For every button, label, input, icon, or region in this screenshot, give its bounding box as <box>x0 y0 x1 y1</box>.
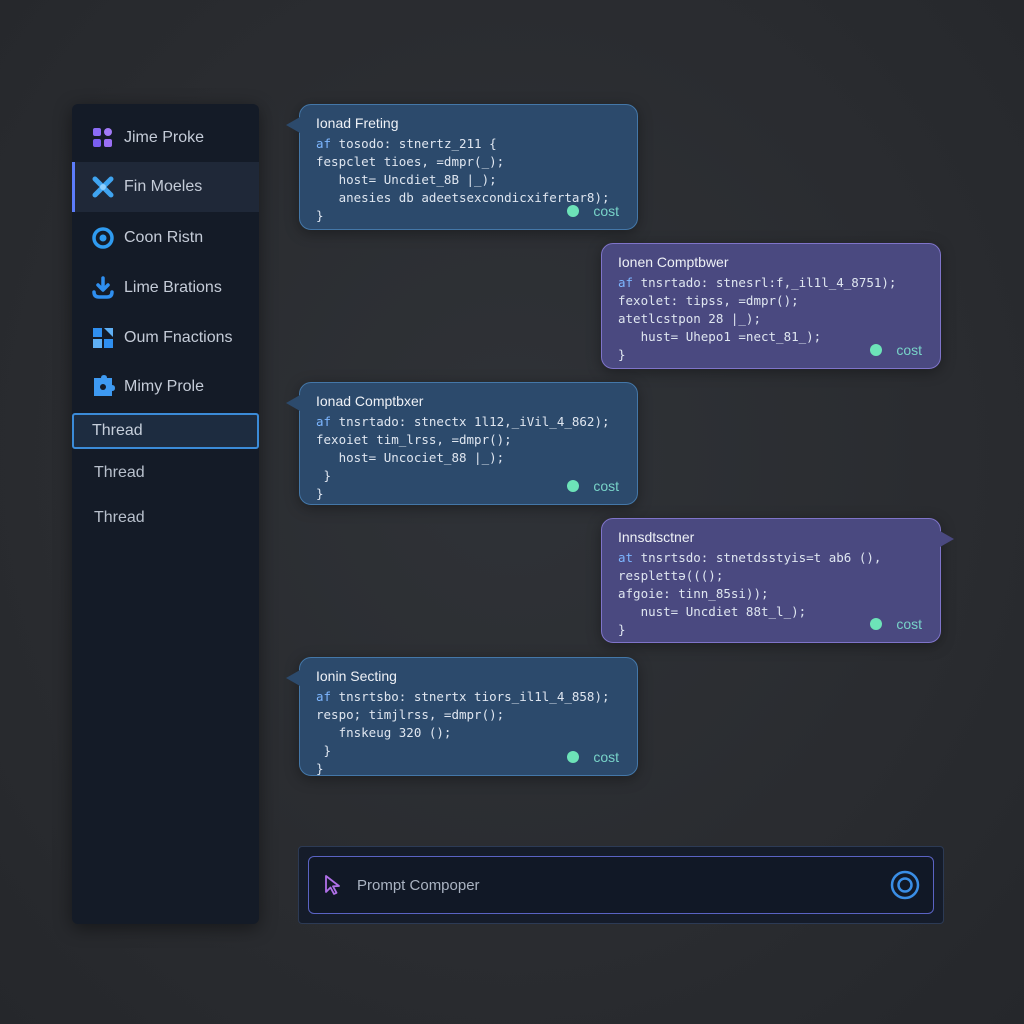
code-line: } <box>316 743 332 758</box>
code-line: } <box>618 622 626 637</box>
code-line: afgoie: tinn_85si)); <box>618 586 769 601</box>
code-text: tnsrtsbo: stnertx tiors_il1l_4_858); <box>331 689 610 704</box>
code-line: host= Uncociet_88 |_); <box>316 450 505 465</box>
cost-label: cost <box>593 203 619 219</box>
code-line: nust= Uncdiet 88t_l_); <box>618 604 807 619</box>
prompt-input[interactable] <box>355 875 889 895</box>
message-title: Ionad Freting <box>316 115 399 131</box>
message-title: Ionad Comptbxer <box>316 393 424 409</box>
code-keyword: af <box>316 414 332 429</box>
cost-indicator: cost <box>567 478 619 494</box>
record-circle-icon[interactable] <box>889 869 921 901</box>
message-bubble: Ionad Freting af tosodo: stnertz_211 { f… <box>286 104 638 230</box>
bubble-tail <box>286 395 300 411</box>
grid-apps-icon <box>90 125 116 151</box>
puzzle-blocks-icon <box>90 325 116 351</box>
code-line: fespclet tioes, =dmpr(_); <box>316 154 505 169</box>
code-line: fexoiet tim_lrss, =dmpr(); <box>316 432 512 447</box>
cost-label: cost <box>593 749 619 765</box>
message-title: Ionin Secting <box>316 668 397 684</box>
code-text: tnsrtsdo: stnetdsstyis=t ab6 (), <box>633 550 882 565</box>
code-line: } <box>316 761 324 776</box>
cost-indicator: cost <box>870 616 922 632</box>
code-line: hust= Uhepo1 =nect_81_); <box>618 329 822 344</box>
thread-item[interactable]: Thread <box>72 413 259 449</box>
message-bubble: Ionin Secting af tnsrtsbo: stnertx tiors… <box>286 657 638 776</box>
code-text: tnsrtado: stnectx 1l12,_iVil_4_862); <box>331 414 610 429</box>
code-line: af tosodo: stnertz_211 { <box>316 135 621 153</box>
status-dot-icon <box>870 344 883 356</box>
bubble-tail <box>940 531 954 547</box>
sidebar-item-label: Jime Proke <box>124 129 205 146</box>
message-bubble: Ionen Comptbwer af tnsrtado: stnesrl:f,_… <box>601 243 941 369</box>
status-dot-icon <box>567 751 580 763</box>
message-bubble: Innsdtsctner at tnsrtsdo: stnetdsstyis=t… <box>601 518 954 643</box>
thread-item[interactable]: Thread <box>72 455 259 491</box>
cross-tools-icon <box>90 174 116 200</box>
thread-label: Thread <box>92 422 143 439</box>
bubble-tail <box>286 670 300 686</box>
target-icon <box>90 225 116 251</box>
code-keyword: at <box>618 550 634 565</box>
cost-label: cost <box>593 478 619 494</box>
code-line: af tnsrtado: stnectx 1l12,_iVil_4_862); <box>316 413 621 431</box>
cost-indicator: cost <box>870 342 922 358</box>
sidebar-item-lime-brations[interactable]: Lime Brations <box>72 263 259 313</box>
sidebar-item-label: Lime Brations <box>124 279 222 296</box>
status-dot-icon <box>567 480 580 492</box>
code-line: atetlcstpon 28 |_); <box>618 311 761 326</box>
message-bubble: Ionad Comptbxer af tnsrtado: stnectx 1l1… <box>286 382 638 505</box>
code-line: respo; timjlrss, =dmpr(); <box>316 707 505 722</box>
code-line: anesies db adeetsexcondicxifertar8); <box>316 190 610 205</box>
pointer-cursor-icon <box>323 874 343 896</box>
cost-indicator: cost <box>567 203 619 219</box>
cost-label: cost <box>896 616 922 632</box>
message-title: Innsdtsctner <box>618 529 695 545</box>
code-line: } <box>618 347 626 362</box>
composer-panel <box>298 846 944 924</box>
sidebar-item-mimy-prole[interactable]: Mimy Prole <box>72 362 259 412</box>
code-line: af tnsrtsbo: stnertx tiors_il1l_4_858); <box>316 688 621 706</box>
sidebar: Jime Proke Fin Moeles Coon Ristn Lime Br… <box>72 104 259 924</box>
thread-item[interactable]: Thread <box>72 500 259 536</box>
sidebar-item-label: Oum Fnactions <box>124 329 233 346</box>
status-dot-icon <box>567 205 580 217</box>
cost-label: cost <box>896 342 922 358</box>
code-keyword: af <box>618 275 634 290</box>
sidebar-item-label: Mimy Prole <box>124 378 205 395</box>
code-line: host= Uncdiet_8B |_); <box>316 172 497 187</box>
sidebar-item-label: Fin Moeles <box>124 178 203 195</box>
code-keyword: af <box>316 136 332 151</box>
cost-indicator: cost <box>567 749 619 765</box>
code-text: tosodo: stnertz_211 { <box>331 136 497 151</box>
thread-label: Thread <box>94 509 145 526</box>
sidebar-item-fin-moeles[interactable]: Fin Moeles <box>72 162 259 212</box>
sidebar-item-oum-fnactions[interactable]: Oum Fnactions <box>72 313 259 363</box>
code-text: tnsrtado: stnesrl:f,_il1l_4_8751); <box>633 275 897 290</box>
code-keyword: af <box>316 689 332 704</box>
download-icon <box>90 275 116 301</box>
sidebar-item-coon-ristn[interactable]: Coon Ristn <box>72 213 259 263</box>
prompt-composer[interactable] <box>308 856 934 914</box>
puzzle-piece-icon <box>90 374 116 400</box>
code-line: at tnsrtsdo: stnetdsstyis=t ab6 (), <box>618 549 924 567</box>
code-line: } <box>316 208 324 223</box>
code-line: fexolet: tipss, =dmpr(); <box>618 293 799 308</box>
code-line: resplettə(((); <box>618 568 724 583</box>
code-line: } <box>316 486 324 501</box>
status-dot-icon <box>870 618 883 630</box>
sidebar-item-jime-proke[interactable]: Jime Proke <box>72 113 259 163</box>
sidebar-item-label: Coon Ristn <box>124 229 204 246</box>
code-line: af tnsrtado: stnesrl:f,_il1l_4_8751); <box>618 274 924 292</box>
thread-label: Thread <box>94 464 145 481</box>
bubble-tail <box>286 117 300 133</box>
code-line: fnskeug 320 (); <box>316 725 452 740</box>
code-line: } <box>316 468 332 483</box>
message-title: Ionen Comptbwer <box>618 254 729 270</box>
